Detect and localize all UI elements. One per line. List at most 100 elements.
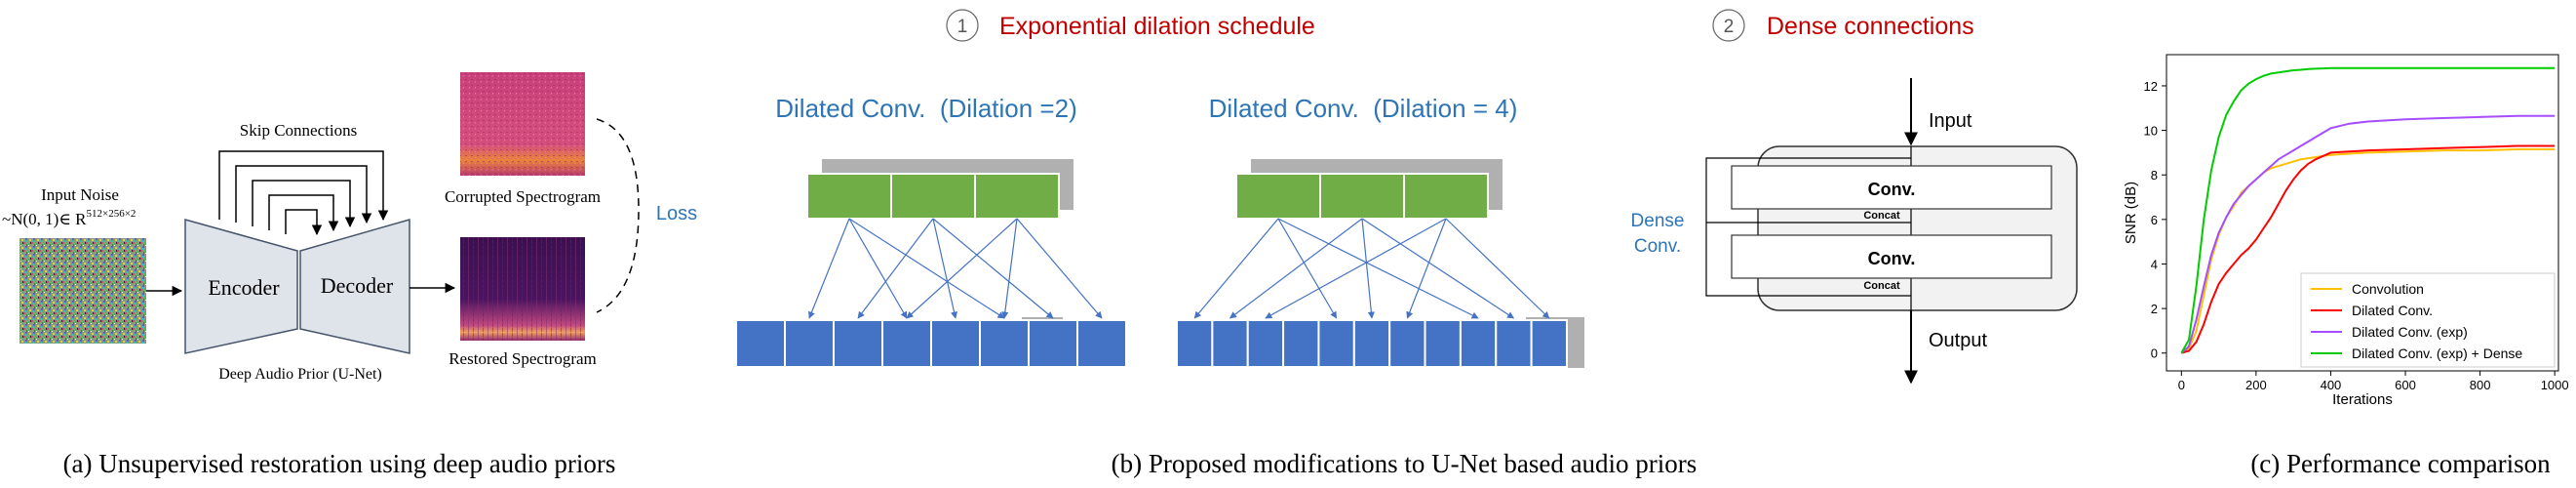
output-unit (806, 173, 892, 220)
encoder-label: Encoder (208, 275, 280, 300)
x-axis-label: Iterations (2332, 391, 2393, 408)
x-tick-label: 800 (2470, 378, 2491, 392)
x-tick-label: 1000 (2541, 378, 2569, 392)
input-label: Input (1929, 110, 1972, 132)
decoder-label: Decoder (321, 273, 394, 298)
x-tick-label: 200 (2245, 378, 2267, 392)
connection-arrow (808, 218, 850, 319)
legend-label: Dilated Conv. (exp) + Dense (2352, 346, 2522, 361)
series-line-dilated-conv-exp-dense (2180, 66, 2556, 354)
y-tick-label: 4 (2151, 257, 2158, 271)
connection-arrow (932, 218, 958, 319)
output-unit (1403, 173, 1489, 220)
connection-arrow (1265, 218, 1447, 319)
input-unit (833, 319, 883, 368)
input-unit (1176, 319, 1214, 368)
input-unit (1246, 319, 1285, 368)
title-dense-connections: Dense connections (1767, 13, 1974, 40)
conv-label-1: Conv. (1868, 180, 1916, 199)
circle-1 (946, 9, 979, 42)
concat-label-1: Concat (1863, 210, 1900, 222)
output-label: Output (1929, 330, 1987, 351)
input-noise-label: Input Noise (41, 185, 119, 204)
connection-arrow (1193, 218, 1279, 319)
input-unit (784, 319, 835, 368)
input-unit (1424, 319, 1462, 368)
y-tick-label: 12 (2144, 79, 2158, 94)
encoder-block (184, 219, 298, 354)
input-units (1176, 319, 1568, 368)
restored-spectrogram (460, 237, 585, 341)
series-line-dilated-conv (2181, 144, 2556, 354)
caption-a: (a) Unsupervised restoration using deep … (63, 449, 616, 478)
conv-label-2: Conv. (1868, 249, 1916, 268)
connection-arrow (1445, 218, 1550, 319)
circle-2-number: 2 (1724, 17, 1735, 37)
connection-arrow (1277, 218, 1479, 319)
connection-arrow (906, 218, 1018, 319)
connection-arrow (1016, 218, 1103, 319)
conv-box-2 (1731, 234, 2052, 279)
connection-arrow (1001, 218, 1018, 319)
y-tick-label: 6 (2151, 213, 2158, 227)
input-unit (979, 319, 1030, 368)
skip-connection-arrows (218, 150, 389, 236)
y-tick-label: 2 (2151, 302, 2158, 316)
conv-box-1 (1731, 165, 2052, 210)
loss-label: Loss (656, 203, 697, 224)
connection-arrow (1361, 218, 1515, 319)
input-unit (1282, 319, 1320, 368)
y-tick-label: 10 (2144, 124, 2158, 139)
dilation-4-connections (1193, 218, 1550, 319)
input-unit (1317, 319, 1355, 368)
input-unit (881, 319, 932, 368)
input-unit (735, 319, 786, 368)
output-units (806, 173, 1060, 220)
caption-b: (b) Proposed modifications to U-Net base… (1112, 449, 1698, 478)
circle-2 (1712, 9, 1745, 42)
input-unit (1388, 319, 1426, 368)
noise-formula: ~N(0, 1)∈ R512×256×2 (2, 208, 136, 228)
output-units (1235, 173, 1489, 220)
output-unit (890, 173, 976, 220)
y-tick-label: 8 (2151, 168, 2158, 183)
legend-label: Dilated Conv. (2352, 303, 2433, 318)
panel-b: 1 Exponential dilation schedule 2 Dense … (735, 9, 2078, 478)
connection-arrow (1277, 218, 1338, 319)
output-unit (974, 173, 1060, 220)
dilation-4-diagram (1176, 159, 1584, 368)
legend-label: Convolution (2352, 281, 2424, 297)
concat-label-2: Concat (1863, 280, 1900, 292)
series-line-convolution (2180, 148, 2556, 354)
output-unit (1235, 173, 1321, 220)
restored-label: Restored Spectrogram (449, 349, 597, 368)
panel-a: Input Noise ~N(0, 1)∈ R512×256×2 Skip Co… (2, 72, 697, 478)
connection-arrow (1229, 218, 1363, 319)
x-tick-label: 400 (2321, 378, 2342, 392)
input-unit (1211, 319, 1249, 368)
connection-arrow (848, 218, 1005, 319)
connection-arrow (1361, 218, 1375, 319)
dense-skip-lines (1705, 157, 1911, 297)
model-label: Deep Audio Prior (U-Net) (218, 366, 382, 383)
title-dilation-schedule: Exponential dilation schedule (999, 13, 1315, 40)
dense-block-diagram: Input Conv. Concat Conv. Concat Dense Co… (1631, 78, 2078, 385)
caption-c: (c) Performance comparison (2250, 449, 2551, 478)
dilation-2-diagram (735, 159, 1127, 368)
connection-arrow (857, 218, 934, 319)
input-unit (1076, 319, 1127, 368)
dense-conv-label-line1: Dense (1631, 211, 1685, 231)
circle-1-number: 1 (957, 17, 968, 37)
dense-conv-label-line2: Conv. (1634, 236, 1681, 257)
input-unit (1530, 319, 1568, 368)
input-unit (1459, 319, 1498, 368)
skip-connections-label: Skip Connections (240, 121, 357, 140)
connection-arrow (848, 218, 908, 319)
input-unit (1352, 319, 1391, 368)
corrupted-spectrogram (460, 72, 585, 176)
loss-curve (596, 118, 640, 313)
series-line-dilated-conv-exp (2180, 114, 2556, 354)
